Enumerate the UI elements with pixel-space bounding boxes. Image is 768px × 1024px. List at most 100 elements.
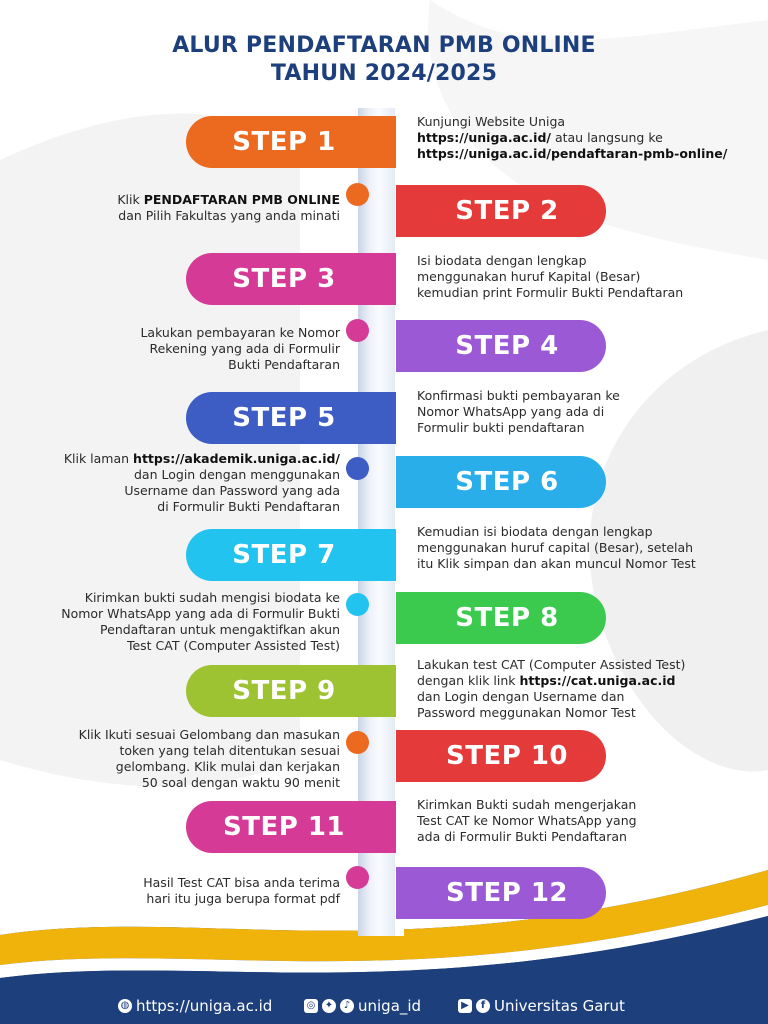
step-marker-dot — [346, 457, 369, 480]
step-ribbon: STEP 10 — [396, 730, 606, 782]
step-label: STEP 6 — [455, 467, 559, 497]
step-description-line: hari itu juga berupa format pdf — [146, 891, 340, 906]
step-ribbon: STEP 8 — [396, 592, 606, 644]
step-description-line: menggunakan huruf capital (Besar), setel… — [417, 540, 694, 555]
step-marker-dot — [346, 866, 369, 889]
step-description-line: Kemudian isi biodata dengan lengkap — [417, 524, 653, 539]
step-label: STEP 4 — [455, 331, 559, 361]
step-description-line: Konfirmasi bukti pembayaran ke — [417, 388, 620, 403]
page-title: ALUR PENDAFTARAN PMB ONLINE — [172, 33, 596, 58]
step-label: STEP 11 — [222, 812, 345, 842]
step-description-line: Lakukan test CAT (Computer Assisted Test… — [417, 657, 686, 672]
step-description-line: Username dan Password yang ada — [124, 483, 340, 498]
step-ribbon: STEP 12 — [396, 867, 606, 919]
step-link[interactable]: https://uniga.ac.id/ — [417, 130, 551, 145]
step-description: Lakukan test CAT (Computer Assisted Test… — [417, 657, 685, 721]
footer-bar: ◍ https://uniga.ac.id ◎ ✦ ♪ uniga_id ▶ f… — [0, 988, 768, 1024]
twitter-icon: ✦ — [322, 999, 336, 1013]
footer-channel[interactable]: ▶ f Universitas Garut — [458, 997, 625, 1015]
step-description-line: Lakukan pembayaran ke Nomor — [140, 325, 340, 340]
step-description-line: https://uniga.ac.id/ atau langsung ke — [417, 130, 663, 145]
step-description-line: itu Klik simpan dan akan muncul Nomor Te… — [417, 556, 696, 571]
step-label: STEP 3 — [232, 264, 336, 294]
step-description-line: Formulir bukti pendaftaran — [417, 420, 585, 435]
step-description-line: Nomor WhatsApp yang ada di — [417, 404, 605, 419]
step-description-line: Klik laman https://akademik.uniga.ac.id/ — [63, 451, 340, 466]
tiktok-icon: ♪ — [340, 999, 354, 1013]
timeline-track-edge — [395, 108, 404, 936]
step-description-line: Password meggunakan Nomor Test — [417, 705, 636, 720]
step-ribbon: STEP 3 — [186, 253, 396, 305]
step-ribbon: STEP 2 — [396, 185, 606, 237]
step-description-line: Rekening yang ada di Formulir — [149, 341, 340, 356]
step-link[interactable]: https://uniga.ac.id/pendaftaran-pmb-onli… — [417, 146, 728, 161]
step-ribbon: STEP 9 — [186, 665, 396, 717]
step-description-line: Test CAT ke Nomor WhatsApp yang — [417, 813, 637, 828]
step-marker-dot — [346, 183, 369, 206]
step-description-line: Klik Ikuti sesuai Gelombang dan masukan — [78, 727, 340, 742]
step-link[interactable]: https://akademik.uniga.ac.id/ — [133, 451, 340, 466]
step-description-line: Klik PENDAFTARAN PMB ONLINE — [117, 192, 340, 207]
step-label: STEP 10 — [445, 741, 568, 771]
step-description-line: menggunakan huruf Kapital (Besar) — [417, 269, 641, 284]
step-description-line: dan Login dengan Username dan — [417, 689, 625, 704]
footer-website-text: https://uniga.ac.id — [136, 997, 273, 1015]
facebook-icon: f — [476, 999, 490, 1013]
page-subtitle: TAHUN 2024/2025 — [270, 61, 498, 86]
step-description-line: https://uniga.ac.id/pendaftaran-pmb-onli… — [417, 146, 727, 162]
step-description-line: token yang telah ditentukan sesuai — [119, 743, 340, 758]
timeline-track — [358, 108, 400, 936]
step-label: STEP 7 — [232, 540, 336, 570]
step-description-line: gelombang. Klik mulai dan kerjakan — [115, 759, 340, 774]
step-ribbon: STEP 11 — [186, 801, 396, 853]
step-description: Klik laman https://akademik.uniga.ac.id/… — [64, 451, 340, 515]
step-description-line: Pendaftaran untuk mengaktifkan akun — [100, 622, 340, 637]
footer-website[interactable]: ◍ https://uniga.ac.id — [118, 997, 272, 1015]
step-label: STEP 9 — [232, 676, 336, 706]
youtube-icon: ▶ — [458, 999, 472, 1013]
step-marker-dot — [346, 731, 369, 754]
step-link[interactable]: PENDAFTARAN PMB ONLINE — [143, 192, 340, 207]
step-marker-dot — [346, 593, 369, 616]
step-ribbon: STEP 4 — [396, 320, 606, 372]
step-ribbon: STEP 5 — [186, 392, 396, 444]
step-label: STEP 8 — [455, 603, 559, 633]
instagram-icon: ◎ — [304, 999, 318, 1013]
step-description-line: Kirimkan Bukti sudah mengerjakan — [417, 797, 637, 812]
step-label: STEP 12 — [445, 878, 568, 908]
step-description-line: dan Login dengan menggunakan — [134, 467, 340, 482]
step-description-line: 50 soal dengan waktu 90 menit — [141, 775, 340, 790]
globe-icon: ◍ — [118, 999, 132, 1013]
footer-wave-gold — [0, 870, 768, 965]
step-label: STEP 5 — [232, 403, 336, 433]
step-link[interactable]: https://cat.uniga.ac.id — [519, 673, 676, 688]
step-label: STEP 1 — [232, 127, 336, 157]
footer-channel-text: Universitas Garut — [494, 997, 625, 1015]
step-ribbon: STEP 7 — [186, 529, 396, 581]
step-description-line: Kunjungi Website Uniga — [417, 114, 566, 129]
step-description-line: Bukti Pendaftaran — [228, 357, 340, 372]
step-ribbon: STEP 6 — [396, 456, 606, 508]
step-description-line: kemudian print Formulir Bukti Pendaftara… — [417, 285, 684, 300]
step-description-line: dan Pilih Fakultas yang anda minati — [118, 208, 340, 223]
step-description-line: di Formulir Bukti Pendaftaran — [157, 499, 340, 514]
step-description-line: Kirimkan bukti sudah mengisi biodata ke — [84, 590, 340, 605]
step-label: STEP 2 — [455, 196, 559, 226]
step-marker-dot — [346, 319, 369, 342]
step-description-line: dengan klik link https://cat.uniga.ac.id — [417, 673, 676, 688]
footer-social[interactable]: ◎ ✦ ♪ uniga_id — [304, 997, 421, 1015]
step-description-line: ada di Formulir Bukti Pendaftaran — [417, 829, 627, 844]
step-description-line: Nomor WhatsApp yang ada di Formulir Bukt… — [61, 606, 340, 621]
step-description-line: Test CAT (Computer Assisted Test) — [126, 638, 340, 653]
